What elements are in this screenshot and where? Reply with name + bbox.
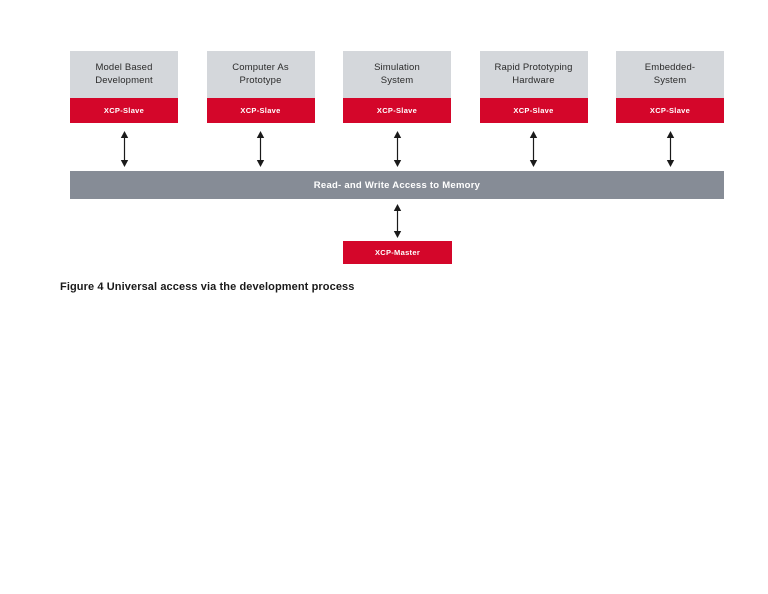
component-node-title-line1: Simulation bbox=[374, 62, 420, 73]
component-node-title: Model Based Development bbox=[70, 51, 178, 98]
component-node-title: Rapid Prototyping Hardware bbox=[480, 51, 588, 98]
xcp-slave-badge: XCP-Slave bbox=[479, 98, 588, 123]
arrow-cell bbox=[480, 130, 588, 168]
component-node-title-line1: Rapid Prototyping bbox=[494, 62, 573, 73]
double-arrow-icon bbox=[393, 204, 402, 238]
component-node-title-line1: Model Based bbox=[95, 62, 153, 73]
double-arrow-icon bbox=[256, 131, 265, 167]
component-node-title: Simulation System bbox=[343, 51, 451, 98]
component-node-title-line1: Embedded- bbox=[644, 62, 696, 73]
arrow-cell bbox=[343, 130, 451, 168]
arrow-cell bbox=[207, 130, 315, 168]
node-to-memory-arrow-row bbox=[70, 130, 724, 168]
component-node-row: Model Based Development XCP-Slave Comput… bbox=[70, 51, 724, 123]
xcp-slave-badge: XCP-Slave bbox=[70, 98, 178, 123]
xcp-slave-badge: XCP-Slave bbox=[206, 98, 315, 123]
memory-to-master-arrow bbox=[343, 203, 452, 239]
component-node-title-line2: Development bbox=[95, 74, 153, 86]
component-node-title-line1: Computer As bbox=[232, 62, 289, 73]
component-node-simulation-system: Simulation System XCP-Slave bbox=[343, 51, 451, 123]
xcp-slave-badge: XCP-Slave bbox=[616, 98, 724, 123]
component-node-title-line2: System bbox=[380, 74, 414, 86]
component-node-computer-as-prototype: Computer As Prototype XCP-Slave bbox=[206, 51, 315, 123]
xcp-slave-badge: XCP-Slave bbox=[343, 98, 451, 123]
arrow-cell bbox=[616, 130, 724, 168]
double-arrow-icon bbox=[666, 131, 674, 167]
arrow-cell bbox=[70, 130, 178, 168]
component-node-title: Computer As Prototype bbox=[207, 51, 315, 98]
component-node-title-line2: Hardware bbox=[512, 74, 555, 86]
component-node-title-line2: System bbox=[653, 74, 687, 86]
double-arrow-icon bbox=[529, 131, 538, 167]
memory-access-bar: Read- and Write Access to Memory bbox=[70, 171, 724, 199]
component-node-model-based-development: Model Based Development XCP-Slave bbox=[70, 51, 178, 123]
xcp-master-box: XCP-Master bbox=[343, 241, 452, 264]
component-node-rapid-prototyping-hardware: Rapid Prototyping Hardware XCP-Slave bbox=[479, 51, 588, 123]
component-node-title: Embedded- System bbox=[616, 51, 724, 98]
component-node-title-line2: Prototype bbox=[239, 74, 282, 86]
figure-caption: Figure 4 Universal access via the develo… bbox=[60, 281, 355, 293]
double-arrow-icon bbox=[120, 131, 128, 167]
component-node-embedded-system: Embedded- System XCP-Slave bbox=[616, 51, 724, 123]
double-arrow-icon bbox=[393, 131, 401, 167]
